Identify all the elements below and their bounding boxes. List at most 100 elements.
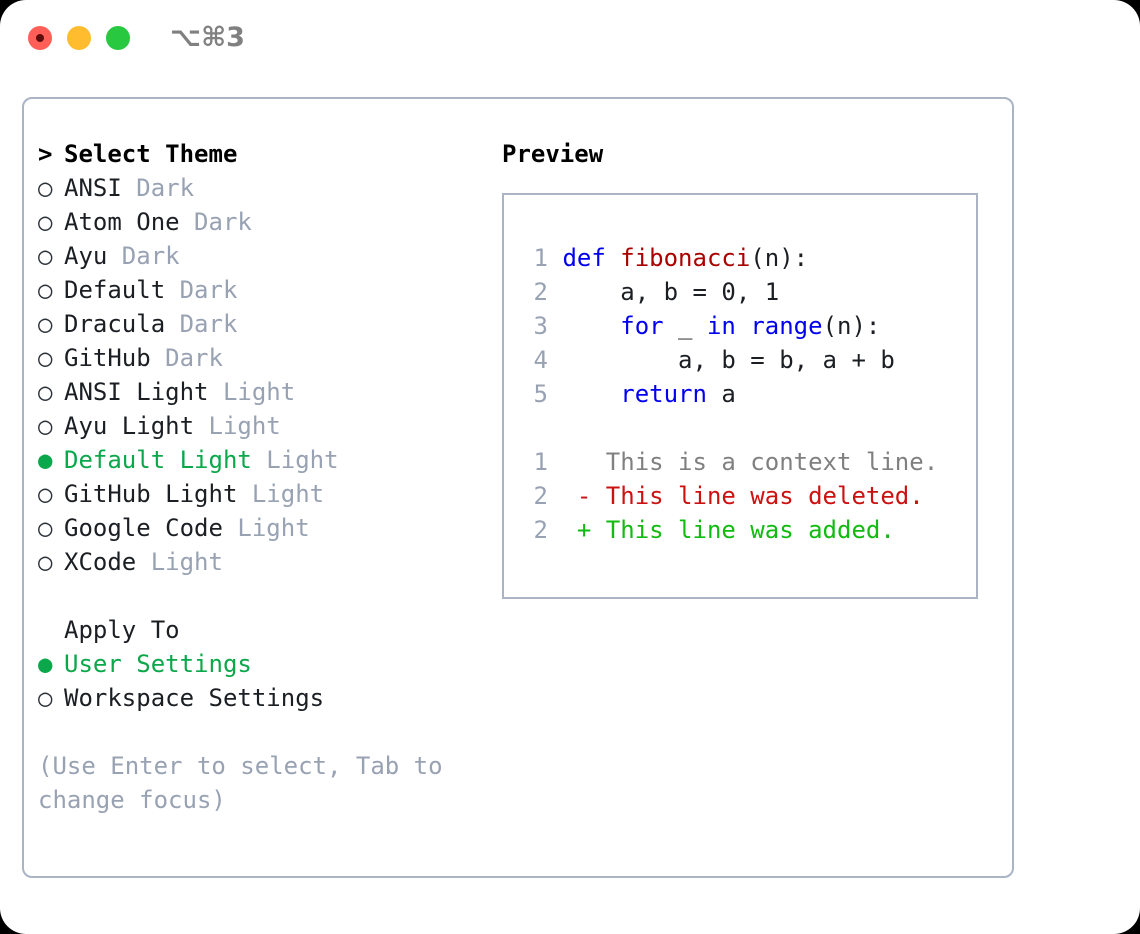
diff-line: 2 + This line was added. [520, 513, 938, 547]
apply-to-option[interactable]: ○ Workspace Settings [38, 681, 488, 715]
code-line: 5 return a [520, 377, 938, 411]
line-number: 2 [533, 516, 548, 544]
theme-option-label: Default [64, 276, 166, 304]
radio-unselected-icon: ○ [38, 276, 53, 304]
theme-option[interactable]: ○ XCode Light [38, 545, 488, 579]
minimize-window-button[interactable] [67, 26, 91, 50]
radio-unselected-icon: ○ [38, 310, 53, 338]
diff-text: This is a context line. [591, 448, 939, 476]
theme-option-category: Light [208, 378, 296, 406]
theme-option[interactable]: ● Default Light Light [38, 443, 488, 477]
code-line: 3 for _ in range(n): [520, 309, 938, 343]
theme-option-label: Default Light [64, 446, 252, 474]
code-blank-line [520, 411, 938, 445]
prompt-arrow-icon: > [38, 140, 53, 168]
theme-option[interactable]: ○ GitHub Light Light [38, 477, 488, 511]
theme-option[interactable]: ○ GitHub Dark [38, 341, 488, 375]
preview-title: Preview [502, 140, 604, 168]
close-window-button[interactable] [28, 26, 52, 50]
theme-option-label: Atom One [64, 208, 180, 236]
theme-option[interactable]: ○ANSI Dark [38, 171, 488, 205]
radio-unselected-icon: ○ [38, 344, 53, 372]
radio-unselected-icon: ○ [38, 174, 53, 202]
theme-option-category: Dark [179, 208, 252, 236]
code-token: def [562, 244, 621, 272]
theme-option[interactable]: ○ Ayu Light Light [38, 409, 488, 443]
diff-sign [577, 448, 591, 476]
diff-line: 2 - This line was deleted. [520, 479, 938, 513]
code-token: a, b = 0, 1 [562, 278, 780, 306]
code-token: range [750, 312, 823, 340]
keyboard-hint: (Use Enter to select, Tab to change focu… [38, 752, 458, 814]
code-token [562, 380, 620, 408]
radio-unselected-icon: ○ [38, 514, 53, 542]
window-controls [28, 26, 130, 50]
theme-option[interactable]: ○Google Code Light [38, 511, 488, 545]
radio-unselected-icon: ○ [38, 208, 53, 236]
theme-option[interactable]: ○Dracula Dark [38, 307, 488, 341]
maximize-window-button[interactable] [106, 26, 130, 50]
theme-option-label: Ayu Light [64, 412, 195, 440]
diff-sign: + [576, 516, 592, 544]
theme-option-category: Light [136, 548, 223, 576]
apply-to-option[interactable]: ● User Settings [38, 647, 488, 681]
page-title: Select Theme [64, 140, 238, 168]
code-token: (n): [750, 244, 809, 272]
theme-option-label: ANSI Light [64, 378, 209, 406]
code-token: fibonacci [620, 244, 751, 272]
theme-option-label: ANSI [64, 174, 122, 202]
preview-pane: Preview 1 def fibonacci(n):2 a, b = 0, 1… [502, 137, 1002, 599]
theme-option[interactable]: ○ Atom One Dark [38, 205, 488, 239]
theme-list-heading: > Select Theme [38, 137, 488, 171]
radio-unselected-icon: ○ [38, 378, 53, 406]
theme-option-category: Light [237, 480, 325, 508]
theme-option-category: Dark [165, 276, 238, 304]
code-token: (n): [822, 312, 881, 340]
theme-option-category: Light [251, 446, 339, 474]
theme-option[interactable]: ○ Default Dark [38, 273, 488, 307]
radio-unselected-icon: ○ [38, 684, 53, 712]
code-token [736, 312, 750, 340]
theme-option[interactable]: ○ Ayu Dark [38, 239, 488, 273]
code-token: a [706, 380, 736, 408]
diff-sign: - [576, 482, 592, 510]
theme-list: ○ ANSI Dark ○ Atom One Dark ○ Ayu Dark ○ Defaul… [38, 171, 488, 579]
line-number: 3 [533, 312, 548, 340]
theme-option-category: Dark [107, 242, 180, 270]
radio-selected-icon: ● [38, 650, 53, 678]
theme-option-label: Ayu [64, 242, 108, 270]
code-line: 4 a, b = b, a + b [520, 343, 938, 377]
line-number: 2 [533, 482, 548, 510]
code-line: 1 def fibonacci(n): [520, 241, 938, 275]
apply-to-heading: Apply To [64, 616, 180, 644]
radio-unselected-icon: ○ [38, 242, 53, 270]
apply-to-option-label: Workspace Settings [64, 684, 325, 712]
theme-option-category: Dark [165, 310, 238, 338]
line-number: 1 [533, 448, 548, 476]
radio-unselected-icon: ○ [38, 548, 53, 576]
apply-to-option-label: User Settings [64, 650, 252, 678]
diff-text: This line was deleted. [591, 482, 924, 510]
radio-unselected-icon: ○ [38, 480, 53, 508]
code-token: a, b = b, a + b [562, 346, 895, 374]
title-bar: ⌥⌘3 [0, 0, 1140, 78]
theme-option-category: Dark [150, 344, 223, 372]
theme-option-label: GitHub [64, 344, 151, 372]
radio-unselected-icon: ○ [38, 412, 53, 440]
theme-option[interactable]: ○ ANSI Light Light [38, 375, 488, 409]
theme-option-category: Light [194, 412, 281, 440]
theme-list-pane: > Select Theme ○ ANSI Dark ○ Atom One Dark ○ A… [38, 137, 488, 817]
theme-option-label: GitHub Light [64, 480, 238, 508]
keyboard-shortcut-label: ⌥⌘3 [170, 22, 245, 53]
code-line: 2 a, b = 0, 1 [520, 275, 938, 309]
apply-to-list: ● User Settings ○ Workspace Settings [38, 647, 488, 715]
list-spacer [38, 579, 488, 613]
code-token: _ [663, 312, 707, 340]
theme-option-label: XCode [64, 548, 137, 576]
code-token [562, 312, 620, 340]
line-number: 2 [533, 278, 548, 306]
radio-selected-icon: ● [38, 446, 53, 474]
theme-picker-card: > Select Theme ○ ANSI Dark ○ Atom One Dark ○ A… [22, 97, 1014, 878]
